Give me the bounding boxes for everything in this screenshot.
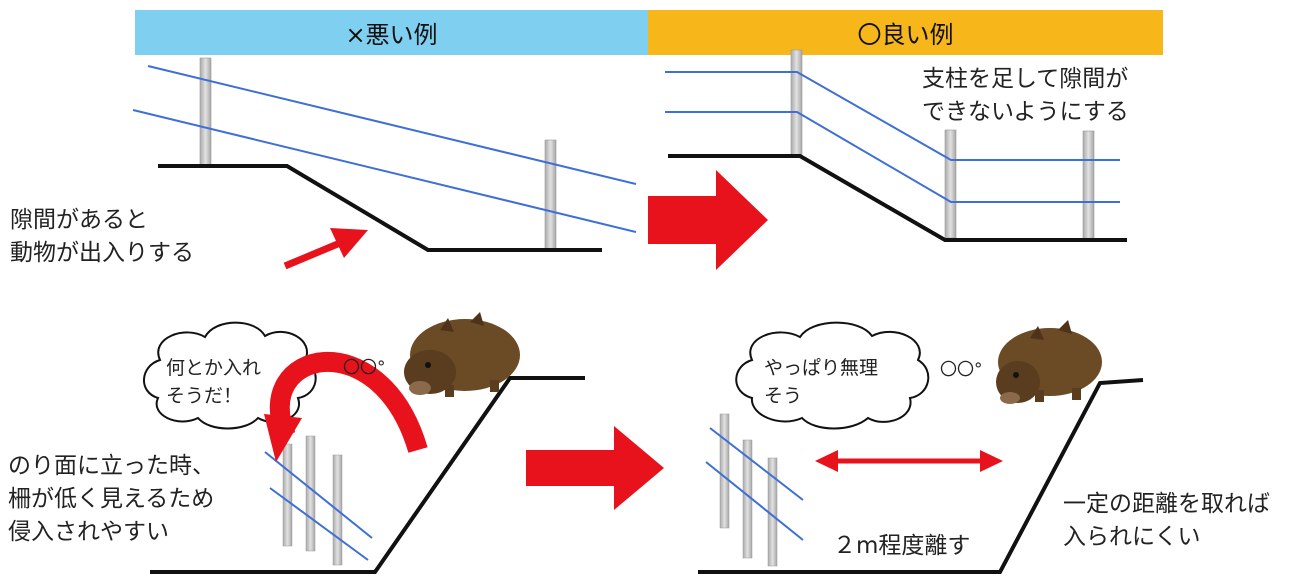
fence-post-icon [305,435,316,552]
top-left-caption: 隙間があると 動物が出入りする [10,204,194,270]
caption-line: のり面に立った時、 [8,453,215,479]
slope-ground-line [150,376,585,574]
thought-bubble-icon [735,321,930,430]
fence-post-icon [544,139,557,251]
boar-icon [404,312,520,397]
fence-wire [132,109,637,233]
distance-label: ２m程度離す [833,533,971,559]
red-arrow-icon [264,414,302,462]
thought-bubble-text-right: やっぱり無理 そう [764,354,878,410]
header-good-example: 〇良い例 [648,10,1163,55]
fence-wire [264,451,373,539]
top-right-caption: 支柱を足して隙間が できないようにする [922,63,1129,129]
caption-line: 一定の距離を取れば [1063,491,1270,517]
ground-line [668,154,1127,242]
caption-line: 隙間があると [10,207,148,233]
bottom-bad-scene [143,312,585,574]
red-arrow-icon [269,352,428,453]
distance-arrow [815,450,1003,472]
caption-line: 侵入されやすい [8,519,169,545]
fence-post-icon [1082,130,1095,240]
thought-dots: 〇〇° [343,358,386,378]
bottom-right-caption: 一定の距離を取れば 入られにくい [1063,488,1270,554]
thought-line: 何とか入れ [166,357,262,379]
caption-line: できないようにする [922,99,1129,125]
red-arrow-icon [526,426,664,510]
top-bad-fence [132,57,637,252]
thought-line: そう [764,385,803,407]
fence-post-icon [719,413,730,529]
header-bad-example: ×悪い例 [135,10,648,55]
red-arrow-icon [283,228,368,270]
caption-line: 支柱を足して隙間が [922,66,1129,92]
fence-post-icon [944,129,957,239]
ground-line [158,164,602,252]
bottom-good-scene [698,320,1144,574]
fence-post-icon [790,49,803,156]
red-arrow-icon [648,170,768,270]
fence-wire [269,487,369,561]
slope-ground-line [698,378,1144,574]
thought-bubble-text-left: 何とか入れ そうだ！ [166,354,261,410]
caption-line: 入られにくい [1063,524,1201,550]
fence-wire [665,71,1120,161]
bottom-left-caption: のり面に立った時、 柵が低く見えるため 侵入されやすい [8,450,215,549]
fence-wire [709,427,804,501]
top-good-fence [665,49,1127,242]
fence-post-icon [199,57,212,167]
fence-post-icon [282,443,293,547]
header-bad-label: ×悪い例 [345,21,438,49]
fence-wire [705,461,804,541]
header-good-label: 〇良い例 [857,21,954,49]
caption-line: 柵が低く見えるため [8,486,215,512]
thought-line: やっぱり無理 [764,357,879,379]
caption-line: 動物が出入りする [10,240,194,266]
thought-line: そうだ！ [166,385,243,407]
fence-wire [147,65,637,185]
thought-dots: 〇〇° [940,360,983,380]
fence-wire [665,111,1120,203]
boar-icon [996,320,1102,404]
